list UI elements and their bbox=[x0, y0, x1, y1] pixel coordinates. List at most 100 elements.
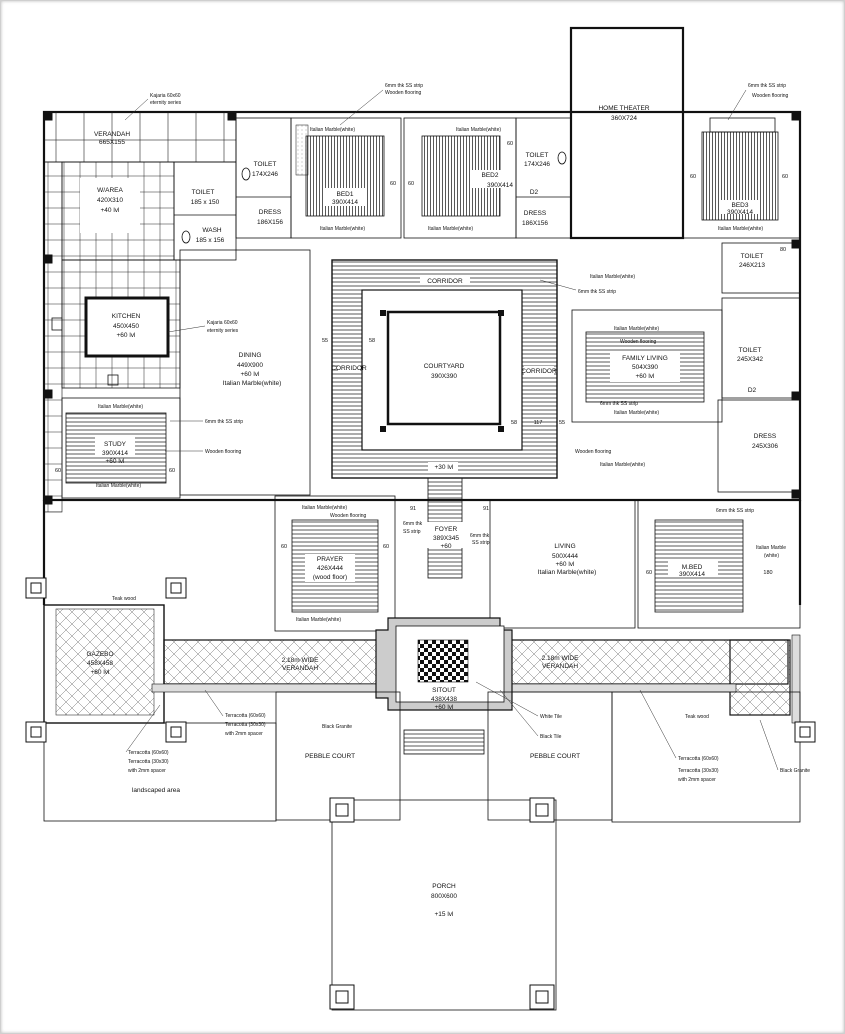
pr-marble2-note: Italian Marble(white) bbox=[296, 617, 341, 623]
toilet1-label: TOILET bbox=[254, 161, 277, 168]
toilet-wash-block: TOILET 185 x 150 WASH 185 x 156 bbox=[173, 161, 237, 261]
prayer-size: 426X444 bbox=[317, 565, 343, 572]
ss-strip-top-note: 6mm thk SS strip bbox=[385, 83, 423, 89]
sitout-label: SITOUT bbox=[432, 687, 456, 694]
foyer-size: 389X345 bbox=[433, 535, 459, 542]
dim-mbed-60: 60 bbox=[646, 570, 652, 576]
kitchen-size: 450X450 bbox=[113, 323, 139, 330]
right-service-block: TOILET 246X213 80 TOILET 245X342 D2 DRES… bbox=[717, 242, 801, 493]
foyer-label: FOYER bbox=[435, 526, 458, 533]
fl-marble-note: Italian Marble(white) bbox=[614, 326, 659, 332]
d2-b-label: D2 bbox=[748, 387, 757, 394]
master-bed-room: M.BED 390X414 6mm thk SS strip Italian M… bbox=[637, 499, 801, 629]
living-floor: Italian Marble(white) bbox=[538, 569, 597, 576]
dress2-label: DRESS bbox=[524, 210, 547, 217]
kitchen-label: KITCHEN bbox=[112, 313, 141, 320]
dim-bed3-60: 60 bbox=[690, 174, 696, 180]
sink-icon bbox=[107, 374, 119, 386]
dress-r-label: DRESS bbox=[754, 433, 777, 440]
living-level: +60 lvl bbox=[556, 561, 576, 568]
entry-steps bbox=[403, 729, 485, 755]
wa-area-room: W/AREA 420X310 +40 lvl bbox=[61, 161, 175, 261]
teak-l-note: Teak wood bbox=[112, 596, 136, 602]
prayer-label: PRAYER bbox=[317, 556, 344, 563]
bed3-room: BED3 390X414 6mm thk SS strip Wooden flo… bbox=[682, 83, 801, 239]
verandah-l2-label: VERANDAH bbox=[282, 665, 318, 672]
porch-room: PORCH 800X600 +15 lvl bbox=[331, 799, 557, 1011]
study-label: STUDY bbox=[104, 441, 127, 448]
courtyard-label: COURTYARD bbox=[424, 363, 465, 370]
study-marble2-note: Italian Marble(white) bbox=[96, 483, 141, 489]
toilet-r1-size: 246X213 bbox=[739, 262, 765, 269]
dim-bed3-60b: 60 bbox=[782, 174, 788, 180]
toilet-a-label: TOILET bbox=[192, 189, 215, 196]
toilet1-size: 174X246 bbox=[252, 171, 278, 178]
wood-top-note: Wooden flooring bbox=[385, 90, 422, 96]
gazebo-level: +60 lvl bbox=[91, 669, 111, 676]
black-tile-note: Black Tile bbox=[540, 734, 562, 740]
dim-corr-58b: 58 bbox=[511, 420, 517, 426]
bed1-room: BED1 390X414 6mm thk SS strip Wooden flo… bbox=[290, 83, 423, 239]
dress-r-size: 245X306 bbox=[752, 443, 778, 450]
foyer-level: +60 bbox=[440, 543, 451, 550]
corridor-top-label: CORRIDOR bbox=[427, 278, 463, 285]
home-theater-room: HOME THEATER 360X724 bbox=[598, 105, 649, 122]
foyer-ss2-note: SS strip bbox=[472, 540, 490, 546]
toilet-a-size: 185 x 150 bbox=[191, 199, 220, 206]
corr-ss-note: 6mm thk SS strip bbox=[578, 289, 616, 295]
study-room: STUDY 390X414 +60 lvl Italian Marble(whi… bbox=[55, 397, 243, 499]
dining-size: 449X900 bbox=[237, 362, 263, 369]
kajaria-mid-note: Kajaria 60x60 bbox=[207, 320, 238, 326]
fl-wood-note: Wooden flooring bbox=[620, 339, 657, 345]
fl-marble2-note: Italian Marble(white) bbox=[614, 410, 659, 416]
dim-corr-117: 117 bbox=[534, 420, 543, 426]
toilet2-size: 174X246 bbox=[524, 161, 550, 168]
wc2-icon bbox=[557, 151, 567, 165]
black-granite-m-note: Black Granite bbox=[322, 724, 352, 730]
bed2-size: 390X414 bbox=[487, 182, 513, 189]
m-bed-label: M.BED bbox=[682, 564, 703, 571]
toilet1-block: TOILET 174X246 DRESS 186X156 bbox=[235, 117, 309, 239]
family-living-label: FAMILY LIVING bbox=[622, 355, 668, 362]
bed1-marble2-note: Italian Marble(white) bbox=[320, 226, 365, 232]
verandah-top-size: 665X155 bbox=[99, 139, 125, 146]
courtyard-level: +30 lvl bbox=[435, 464, 455, 471]
pebble-l-label: PEBBLE COURT bbox=[305, 753, 355, 760]
terracotta-l3-note: with 2mm spacer bbox=[128, 768, 166, 774]
dim-r1-80: 80 bbox=[780, 247, 786, 253]
gazebo-label: GAZEBO bbox=[86, 651, 113, 658]
gazebo-size: 458X458 bbox=[87, 660, 113, 667]
mid-marble-note: Italian Marble(white) bbox=[600, 462, 645, 468]
dim-mbed-180: 180 bbox=[763, 570, 772, 576]
dim-t2-60: 60 bbox=[507, 141, 513, 147]
dining-level: +60 lvl bbox=[241, 371, 261, 378]
family-living-level: +60 lvl bbox=[636, 373, 656, 380]
bed2-marble-note: Italian Marble(white) bbox=[456, 127, 501, 133]
teak-r-note: Teak wood bbox=[685, 714, 709, 720]
kitchen-level: +60 lvl bbox=[117, 332, 137, 339]
mbed-marble2-note: (white) bbox=[764, 553, 779, 559]
wa-area-size: 420X310 bbox=[97, 197, 123, 204]
d2-a-label: D2 bbox=[530, 189, 539, 196]
pr-ss2-note: SS strip bbox=[403, 529, 421, 535]
living-label: LIVING bbox=[554, 543, 575, 550]
terracotta-m3-note: with 2mm spacer bbox=[225, 731, 263, 737]
study-ss-note: 6mm thk SS strip bbox=[205, 419, 243, 425]
toilet-r1-label: TOILET bbox=[741, 253, 764, 260]
pillars bbox=[25, 111, 816, 1010]
terracotta-l-note: Terracotta (60x60) bbox=[128, 750, 169, 756]
ss-strip-tr-note: 6mm thk SS strip bbox=[748, 83, 786, 89]
home-theater-label: HOME THEATER bbox=[598, 105, 649, 112]
dim-study-60: 60 bbox=[55, 468, 61, 474]
bed3-marble-note: Italian Marble(white) bbox=[718, 226, 763, 232]
terracotta-l2-note: Terracotta (30x30) bbox=[128, 759, 169, 765]
bed1-size: 390X414 bbox=[332, 199, 358, 206]
toilet2-label: TOILET bbox=[526, 152, 549, 159]
terracotta-r3-note: with 2mm spacer bbox=[678, 777, 716, 783]
family-living-size: 504X390 bbox=[632, 364, 658, 371]
dress1-size: 186X156 bbox=[257, 219, 283, 226]
dining-room: DINING 449X900 +60 lvl Italian Marble(wh… bbox=[179, 249, 311, 496]
wa-area-label: W/AREA bbox=[97, 187, 123, 194]
corridor-right-label: CORRIDOR bbox=[521, 368, 557, 375]
